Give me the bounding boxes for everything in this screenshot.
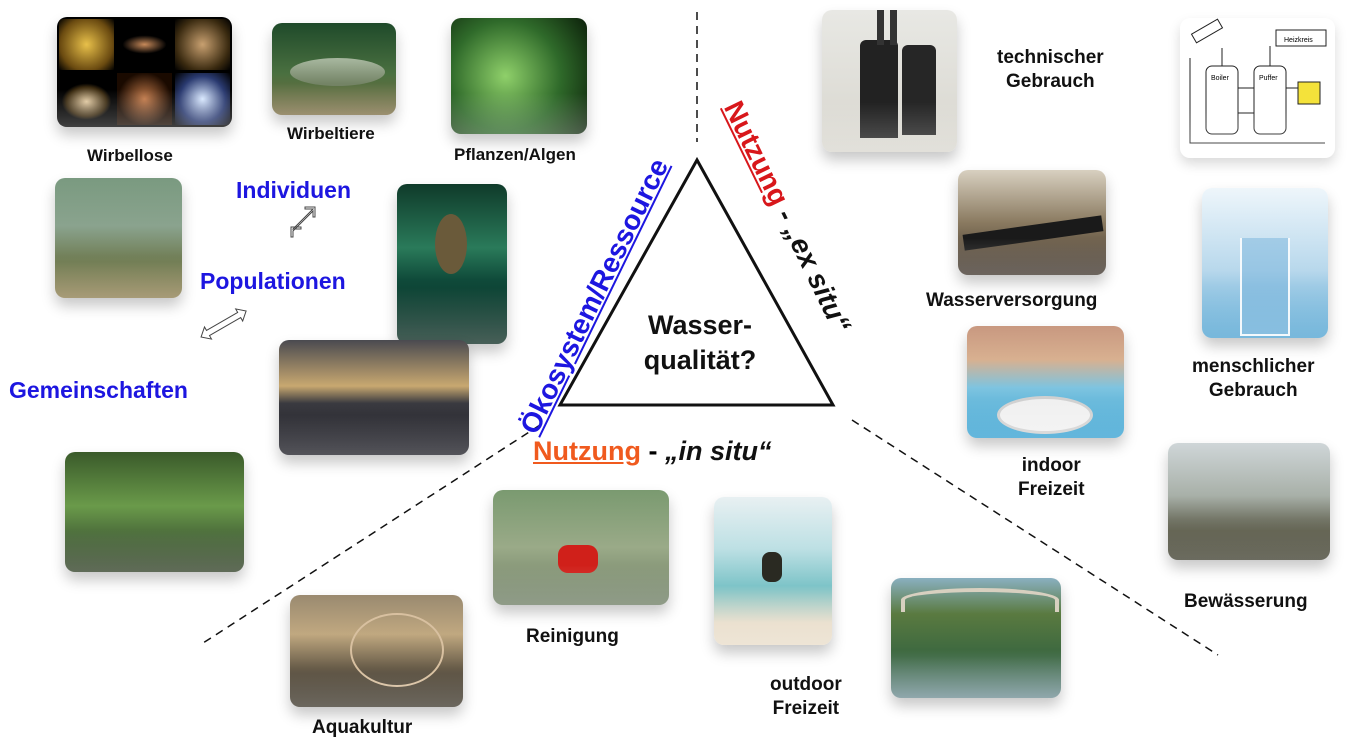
center-question: Wasser- qualität? — [630, 308, 770, 378]
photo-aquakultur — [290, 595, 463, 707]
label-technischer-2: Gebrauch — [1005, 70, 1095, 92]
label-indoor-2: Freizeit — [1018, 478, 1085, 500]
photo-indoor-pool — [967, 326, 1124, 438]
arrow-populationen-gemeinschaften — [200, 308, 247, 340]
label-populationen: Populationen — [200, 268, 346, 294]
photo-wirbeltiere — [272, 23, 396, 115]
label-wirbellose: Wirbellose — [87, 146, 173, 165]
label-outdoor-2: Freizeit — [772, 697, 840, 719]
photo-reinigung — [493, 490, 669, 605]
photo-bewaesserung — [1168, 443, 1330, 560]
center-triangle — [557, 156, 836, 407]
axis-in-situ-rest: „in situ“ — [664, 436, 772, 466]
heizkreis-text: Heizkreis — [1284, 37, 1313, 44]
photo-outdoor-beach — [714, 497, 832, 645]
photo-pflanzen — [451, 18, 587, 134]
center-line1: Wasser- — [647, 310, 753, 340]
label-menschlicher-1: menschlicher — [1192, 356, 1315, 377]
axis-in-situ: Nutzung - „in situ“ — [533, 436, 771, 467]
photo-river-forest — [65, 452, 244, 572]
puffer-text: Puffer — [1259, 75, 1278, 82]
photo-outdoor-river — [891, 578, 1061, 698]
boiler-text: Boiler — [1211, 75, 1230, 82]
label-pflanzen: Pflanzen/Algen — [454, 145, 576, 164]
label-menschlicher: menschlicher Gebrauch — [1192, 355, 1315, 403]
label-gemeinschaften: Gemeinschaften — [9, 377, 188, 403]
label-bewaesserung: Bewässerung — [1184, 591, 1308, 612]
photo-heating-schematic: Heizkreis Boiler Puffer — [1180, 18, 1335, 158]
photo-wirbellose — [57, 17, 232, 127]
heating-schematic-drawing: Heizkreis Boiler Puffer — [1189, 18, 1327, 144]
label-outdoor-1: outdoor — [770, 674, 842, 695]
label-menschlicher-2: Gebrauch — [1208, 379, 1298, 401]
label-technischer-1: technischer — [997, 47, 1104, 68]
label-reinigung: Reinigung — [526, 626, 619, 647]
divider-left — [199, 424, 541, 646]
divider-right — [851, 419, 1219, 656]
photo-wasserversorgung — [958, 170, 1106, 275]
label-wirbeltiere: Wirbeltiere — [287, 124, 375, 143]
label-indoor-1: indoor — [1021, 455, 1081, 476]
center-line2: qualität? — [643, 345, 757, 376]
axis-in-situ-nutzung: Nutzung — [533, 436, 641, 466]
photo-individuen-fish — [397, 184, 507, 344]
photo-populationen-ducks — [55, 178, 182, 298]
photo-gemeinschaften-lake — [279, 340, 469, 455]
label-wasserversorgung: Wasserversorgung — [926, 290, 1098, 311]
label-technischer: technischer Gebrauch — [997, 46, 1104, 94]
label-indoor: indoor Freizeit — [1018, 454, 1085, 502]
photo-technischer-tanks — [822, 10, 957, 152]
label-aquakultur: Aquakultur — [312, 717, 413, 738]
axis-in-situ-dash: - — [640, 436, 665, 466]
label-individuen: Individuen — [236, 177, 351, 203]
label-outdoor: outdoor Freizeit — [770, 673, 842, 721]
arrow-individuen-populationen — [290, 206, 316, 238]
photo-menschlicher-glass — [1202, 188, 1328, 338]
